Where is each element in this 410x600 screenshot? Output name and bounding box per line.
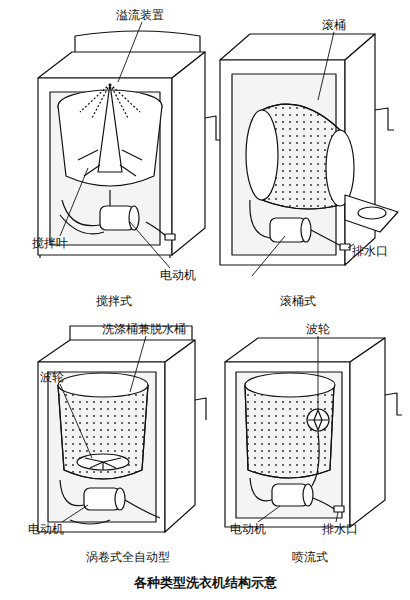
part-name: 电动机 bbox=[230, 522, 266, 536]
figure-caption: 各种类型洗衣机结构示意 bbox=[134, 576, 277, 590]
part-name: 电动机 bbox=[160, 268, 196, 282]
part-name: 洗涤桶兼脱水桶 bbox=[102, 322, 186, 336]
part-name: 搅拌叶 bbox=[32, 236, 68, 250]
type-name: 喷流式 bbox=[292, 550, 328, 564]
type-name: 滚桶式 bbox=[280, 294, 316, 308]
agitator-washer bbox=[38, 31, 222, 258]
part-name: 溢流装置 bbox=[116, 8, 164, 22]
part-name: 波轮 bbox=[40, 370, 64, 384]
jet-washer bbox=[225, 338, 402, 527]
type-name: 搅拌式 bbox=[96, 294, 132, 308]
part-name: 滚桶 bbox=[322, 18, 346, 32]
automatic-washer bbox=[38, 326, 206, 532]
leader-lines bbox=[60, 22, 354, 522]
part-name: 排水口 bbox=[322, 522, 358, 536]
part-name: 电动机 bbox=[28, 522, 64, 536]
part-name: 波轮 bbox=[306, 322, 330, 336]
type-name: 涡卷式全自动型 bbox=[86, 550, 170, 564]
part-name: 排水口 bbox=[352, 244, 388, 258]
drum-washer bbox=[220, 34, 398, 265]
